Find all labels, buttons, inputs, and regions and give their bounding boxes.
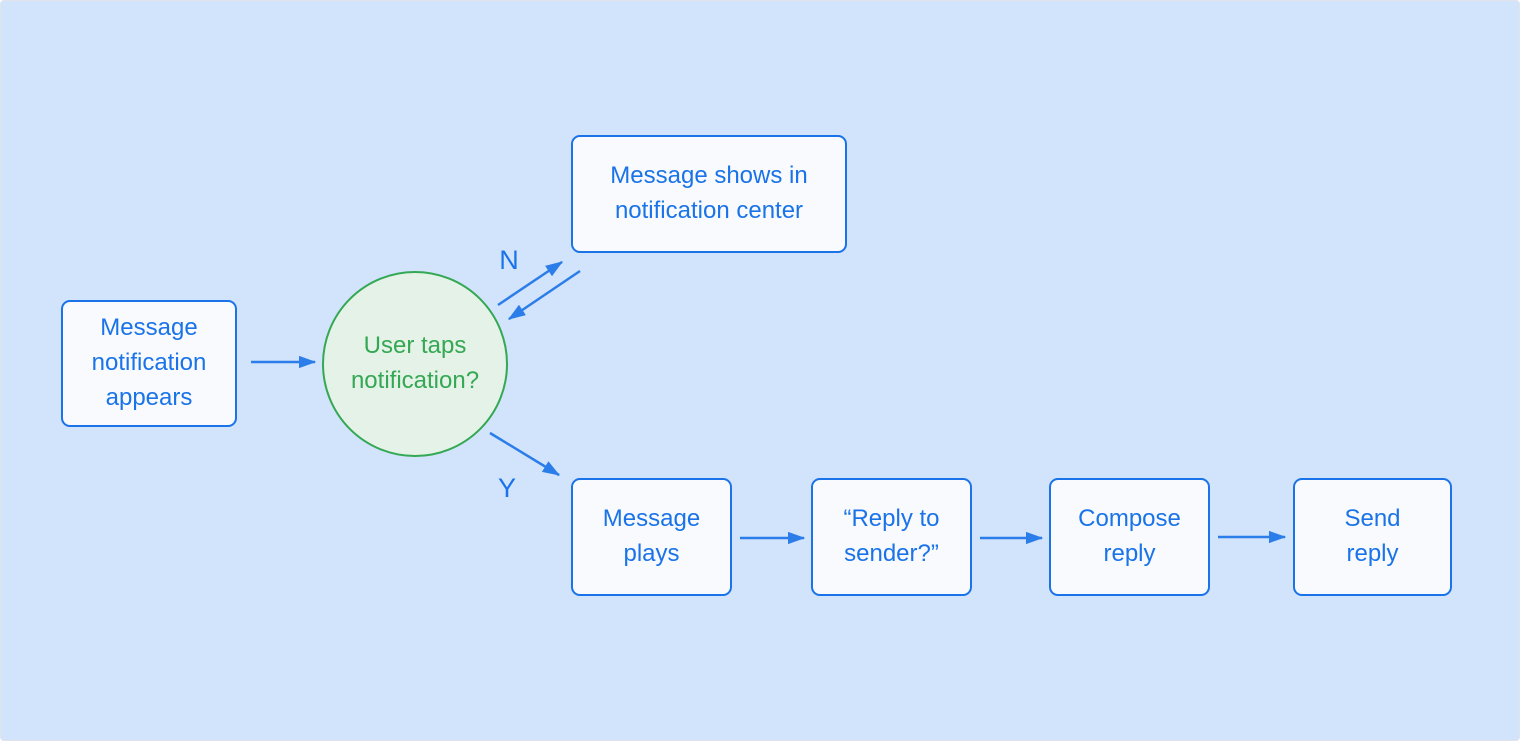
- node-send-reply: Send reply: [1293, 478, 1452, 596]
- node-label: “Reply to sender?”: [843, 505, 940, 567]
- arrow-notification-center-to-decision: [507, 269, 581, 321]
- node-label: Send reply: [1344, 505, 1401, 567]
- node-label: User taps notification?: [350, 332, 480, 394]
- node-label: Message notification appears: [91, 314, 207, 411]
- node-label: Message plays: [602, 505, 701, 567]
- node-message-plays: Message plays: [571, 478, 732, 596]
- node-label: Compose reply: [1078, 505, 1181, 567]
- arrow-decision-to-message-plays: [489, 431, 561, 477]
- node-label: Message shows in notification center: [610, 162, 808, 224]
- node-message-notification-appears: Message notification appears: [61, 300, 237, 427]
- node-decision-user-taps-notification: User taps notification?: [322, 271, 508, 457]
- node-reply-to-sender: “Reply to sender?”: [811, 478, 972, 596]
- node-message-shows-in-notification-center: Message shows in notification center: [571, 135, 847, 253]
- node-compose-reply: Compose reply: [1049, 478, 1210, 596]
- edge-label-yes: Y: [497, 473, 516, 503]
- edge-label-no: N: [499, 245, 519, 275]
